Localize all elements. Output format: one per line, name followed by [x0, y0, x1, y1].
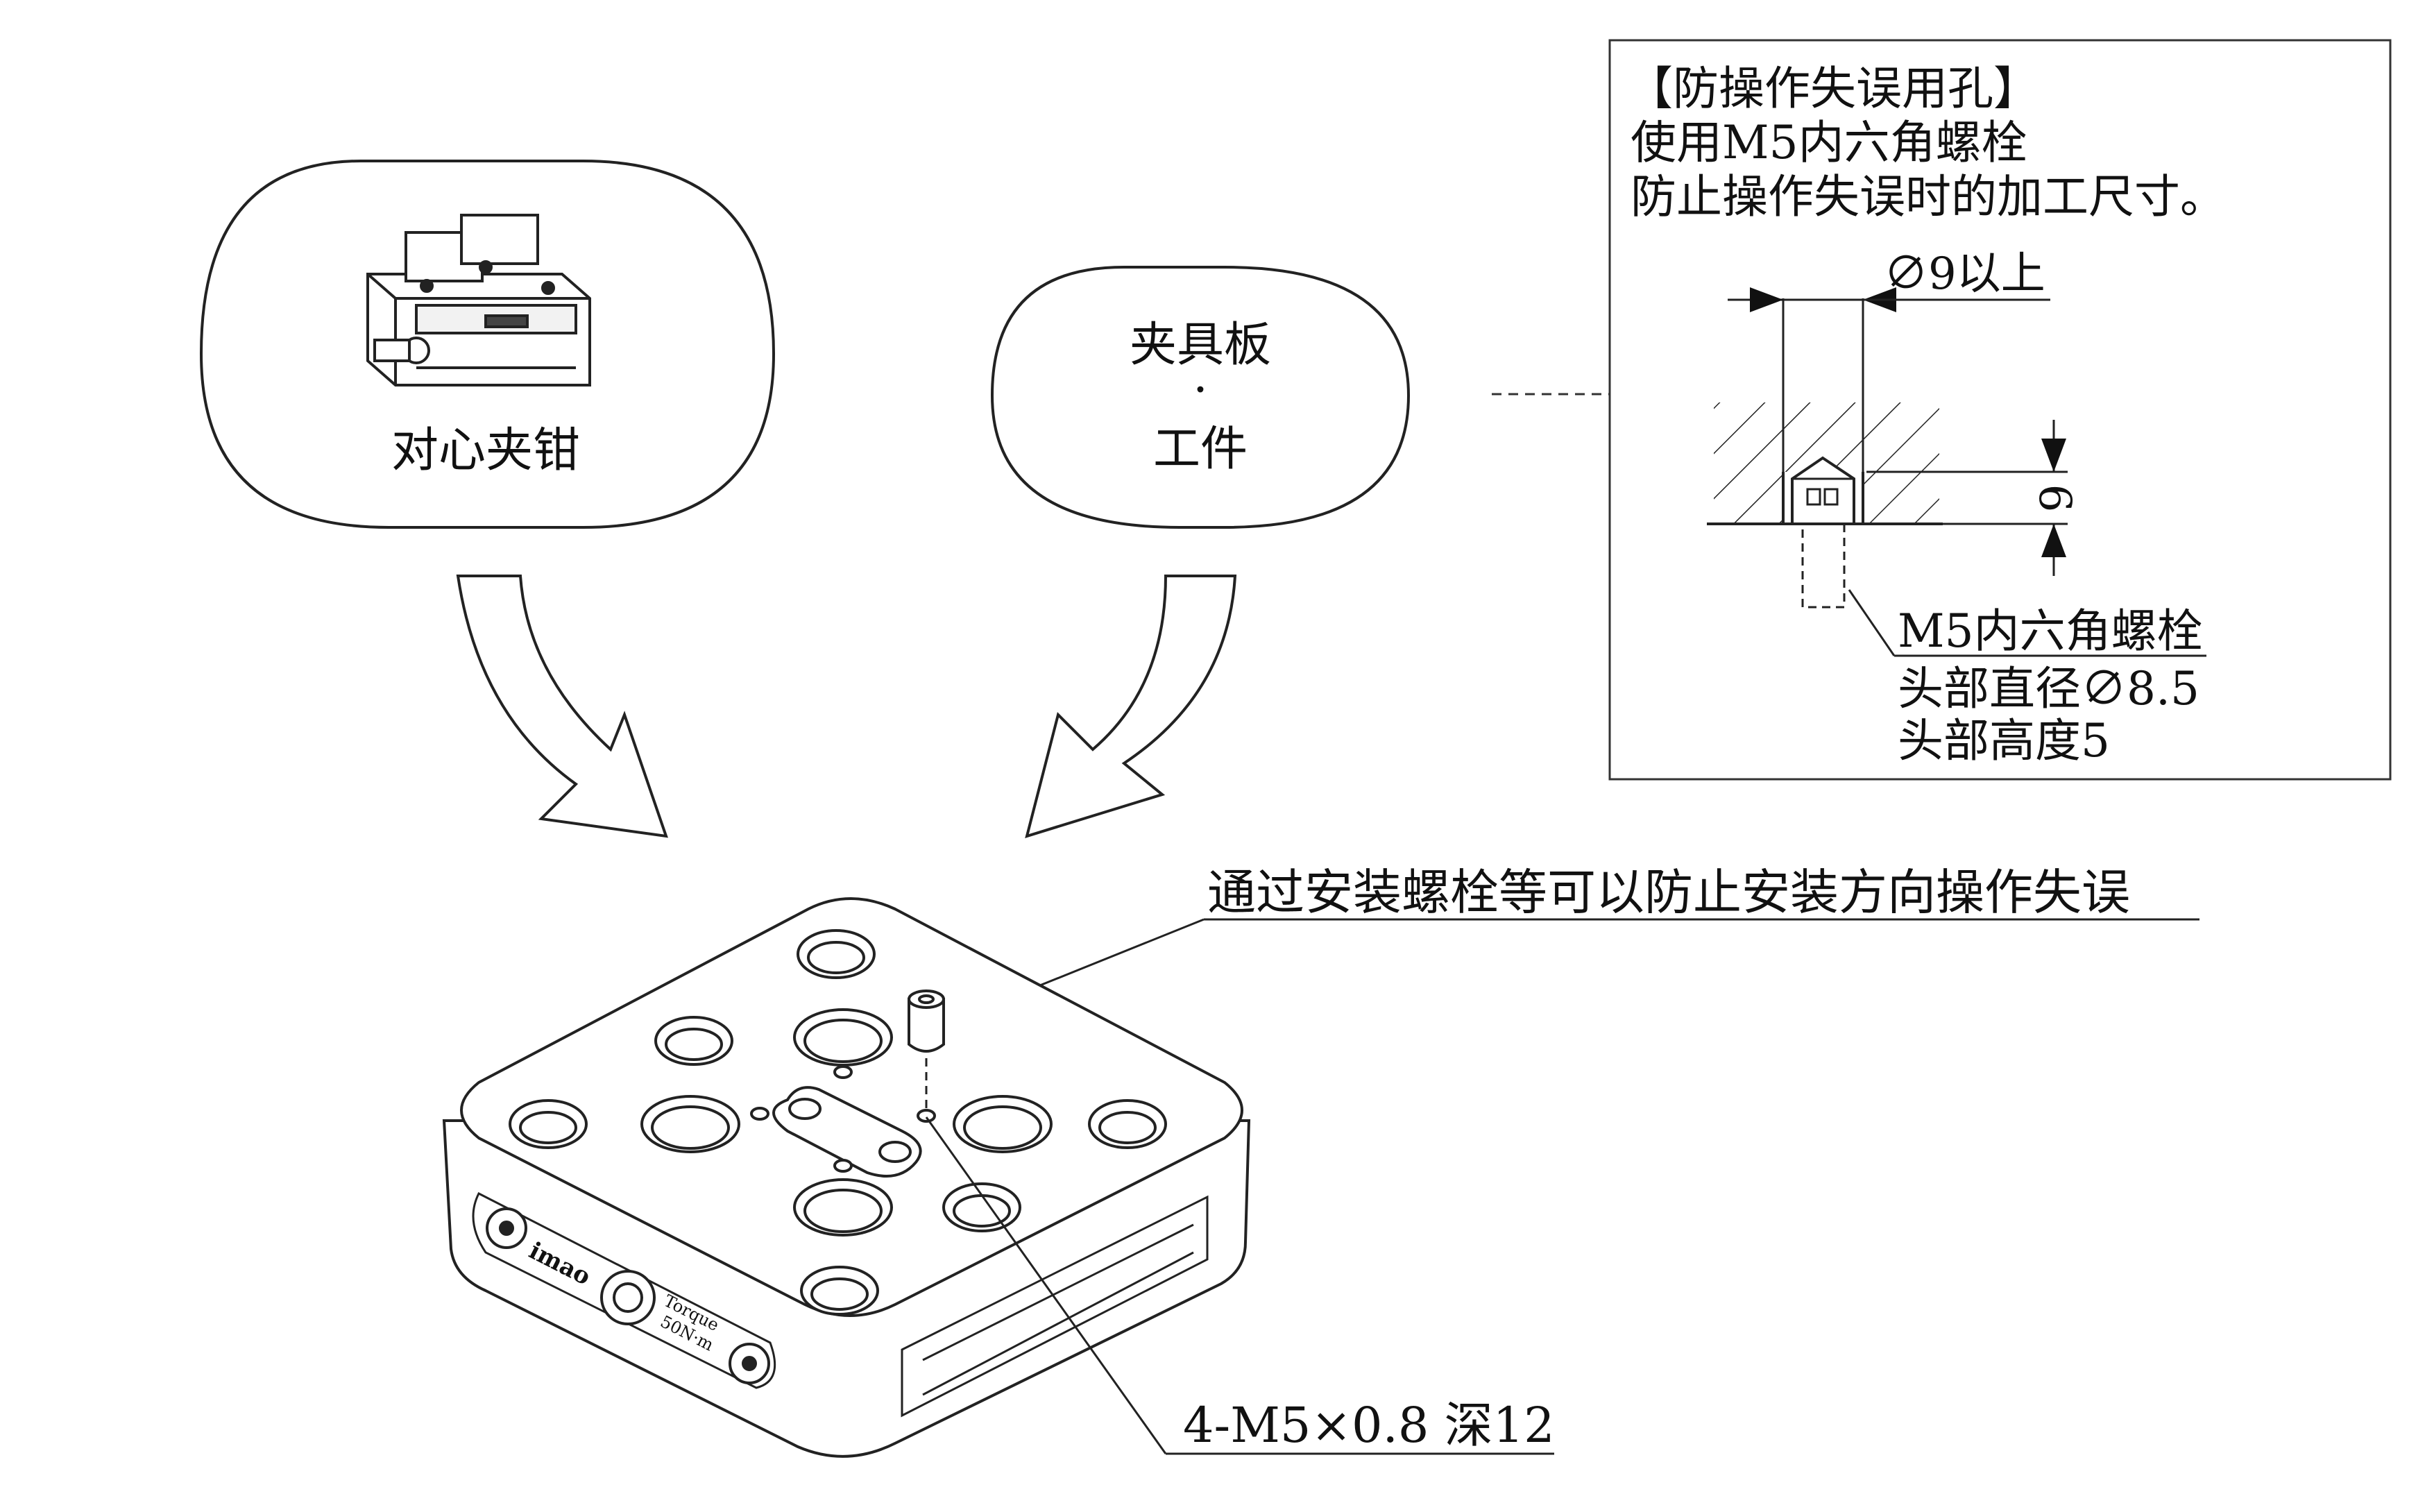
bolt-name: M5内六角螺栓	[1898, 604, 2203, 658]
top-callout-text: 通过安装螺栓等可以防止安装方向操作失误	[1207, 864, 2130, 921]
plate-label-dot: ·	[1193, 363, 1208, 418]
plate-holes	[509, 929, 1167, 1316]
hole-diameter-dimension	[1728, 287, 2050, 472]
centering-vise-illustration	[366, 214, 591, 387]
detail-box: 【防操作失误用孔】 使用M5内六角螺栓 防止操作失误时的加工尺寸。 ∅9以上	[1492, 39, 2392, 781]
left-curved-arrow	[456, 575, 668, 838]
quick-change-plate	[442, 897, 1251, 1458]
bolt-head-height: 头部高度5	[1898, 714, 2110, 767]
bottom-callout-text: 4-M5×0.8 深12	[1183, 1397, 1555, 1454]
right-curved-arrow	[1025, 575, 1237, 838]
plate-label-line1: 夹具板	[1130, 318, 1271, 373]
plate-bubble: 夹具板 · 工件	[990, 266, 1411, 529]
bolt-head-diameter: 头部直径∅8.5	[1898, 662, 2199, 715]
section-view	[1707, 402, 1943, 609]
detail-title: 【防操作失误用孔】	[1627, 62, 2039, 115]
detail-line1: 使用M5内六角螺栓	[1631, 116, 2027, 169]
top-callout: 通过安装螺栓等可以防止安装方向操作失误	[936, 864, 2199, 1028]
bolt-leader	[1848, 589, 1896, 656]
vise-label: 对心夹钳	[391, 423, 580, 478]
depth-label: 6	[2029, 484, 2080, 513]
depth-dimension	[1866, 420, 2068, 576]
detail-line2: 防止操作失误时的加工尺寸。	[1631, 170, 2226, 223]
plate-label-line2: 工件	[1153, 422, 1248, 477]
hole-diameter-label: ∅9以上	[1884, 248, 2045, 300]
bottom-callout: 4-M5×0.8 深12	[925, 1116, 1555, 1455]
vise-bubble: 对心夹钳	[199, 160, 776, 529]
m5-bolt	[908, 989, 945, 1109]
